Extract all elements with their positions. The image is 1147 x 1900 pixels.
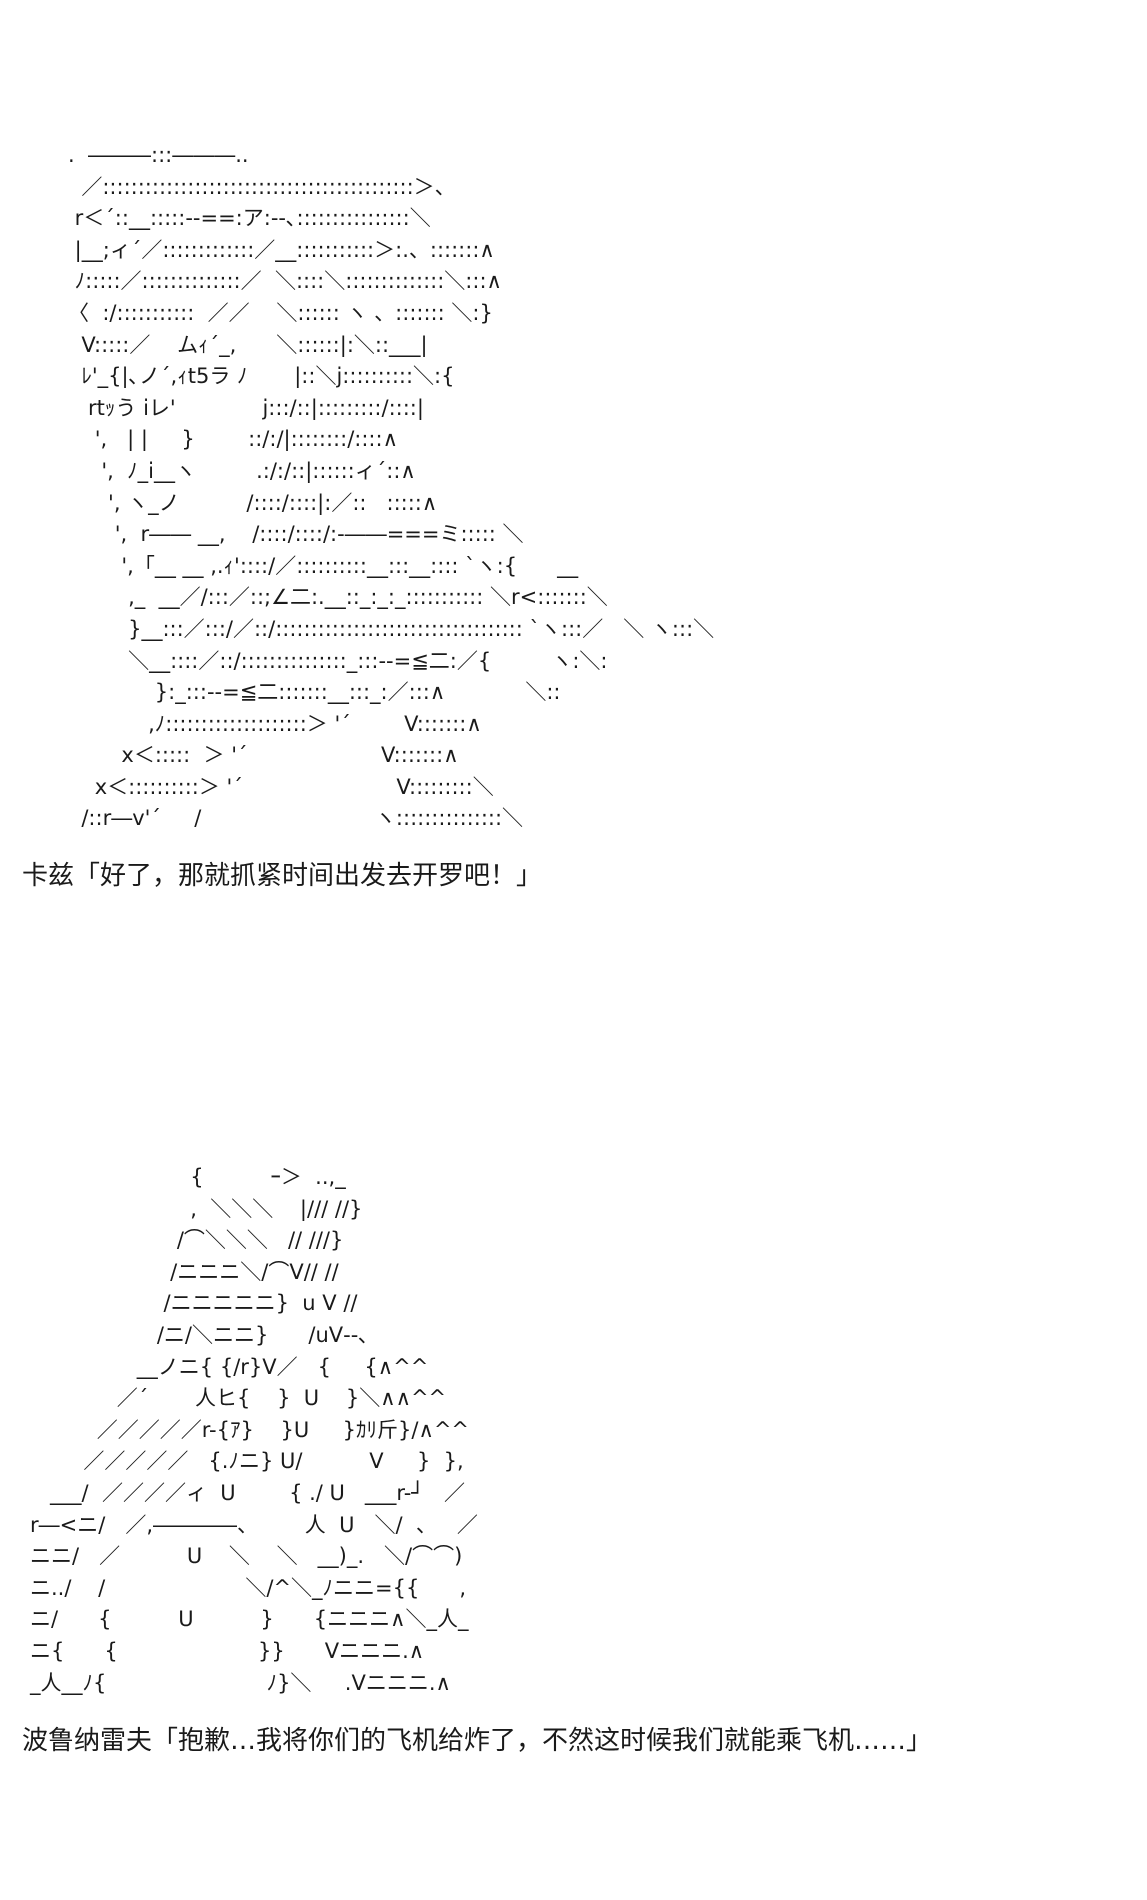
dialogue-line-polnareff: 波鲁纳雷夫「抱歉…我将你们的飞机给炸了，不然这时候我们就能乘飞机……」 bbox=[22, 1726, 933, 1756]
dialogue-line-kaz: 卡兹「好了，那就抓紧时间出发去开罗吧！」 bbox=[22, 861, 543, 891]
ascii-art-polnareff: { ｰ＞ ..,_ , ＼＼＼ |/// //} /⌒＼＼＼ // ///} /… bbox=[30, 1165, 478, 1695]
ascii-art-kaz: . ―――:::―――.. ／:::::::::::::::::::::::::… bbox=[68, 143, 715, 831]
